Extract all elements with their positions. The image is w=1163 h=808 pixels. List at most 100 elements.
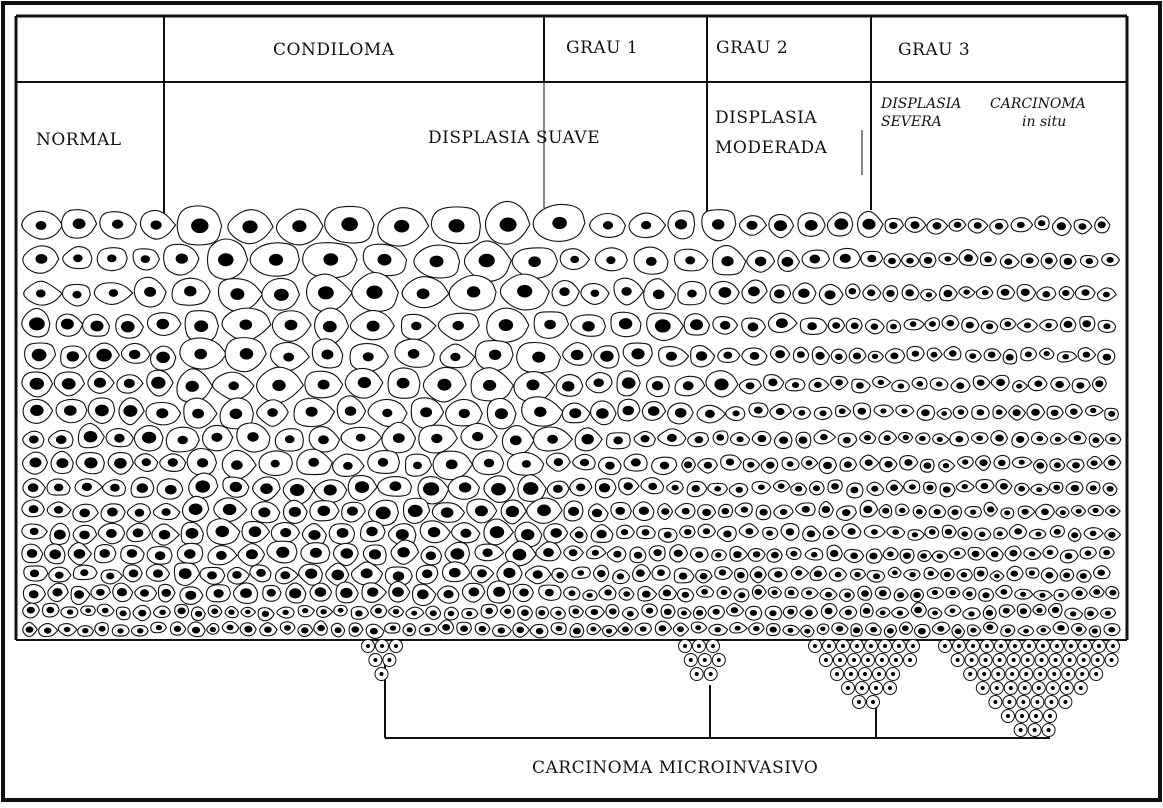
cell-nucleus	[760, 509, 768, 516]
cell-nucleus	[159, 610, 166, 615]
cell-nucleus	[64, 627, 71, 632]
cell-nucleus	[185, 591, 196, 600]
cell-nucleus	[397, 547, 409, 557]
cell-nucleus	[449, 219, 465, 232]
cell-nucleus	[449, 568, 461, 578]
cell-nucleus	[674, 550, 683, 557]
cell-nucleus	[370, 628, 378, 635]
cell-nucleus	[249, 526, 262, 537]
cell-nucleus	[308, 458, 319, 467]
cell-nucleus	[363, 352, 374, 361]
cell-nucleus	[774, 220, 787, 231]
cell-nucleus	[933, 222, 942, 229]
cell-nucleus	[748, 322, 759, 331]
cell-nucleus	[1001, 289, 1010, 296]
cell-nucleus	[390, 626, 396, 631]
cell-nucleus	[692, 485, 700, 492]
cell-nucleus	[1090, 485, 1097, 491]
cell-nucleus	[107, 508, 118, 517]
cell-nucleus	[687, 290, 697, 298]
cell-nucleus	[799, 410, 806, 416]
cell-nucleus	[1076, 509, 1082, 514]
cell-nucleus	[417, 289, 430, 300]
cell-nucleus	[483, 548, 493, 557]
cell-nucleus	[366, 527, 377, 537]
label-displasia-moderada-line1: DISPLASIA	[715, 108, 817, 128]
cell-nucleus	[943, 463, 949, 468]
cell-nucleus	[850, 487, 858, 494]
cell-nucleus	[393, 571, 404, 581]
cell-nucleus	[871, 486, 878, 492]
invasive-cell-nucleus	[1083, 644, 1087, 648]
cell-nucleus	[865, 459, 873, 466]
cell-nucleus	[787, 461, 794, 467]
cell-nucleus	[285, 320, 298, 331]
cell-nucleus	[910, 321, 917, 327]
cell-nucleus	[1045, 572, 1053, 579]
cell-nucleus	[958, 409, 965, 415]
cell-nucleus	[120, 610, 127, 616]
invasive-cell-nucleus	[1037, 686, 1041, 690]
cell-nucleus	[1109, 590, 1116, 596]
cell-nucleus	[459, 409, 470, 418]
cell-nucleus	[901, 409, 907, 414]
cell-nucleus	[712, 219, 724, 229]
cell-nucleus	[332, 570, 345, 581]
cell-nucleus	[937, 554, 943, 559]
cell-nucleus	[825, 290, 836, 299]
cell-nucleus	[517, 627, 525, 633]
cell-nucleus	[890, 324, 897, 330]
cell-nucleus	[914, 607, 922, 614]
cell-nucleus	[991, 551, 999, 557]
cell-nucleus	[880, 408, 886, 413]
cell-nucleus	[1110, 509, 1116, 514]
cell-nucleus	[1029, 570, 1035, 575]
cell-nucleus	[648, 483, 657, 490]
cell-nucleus	[272, 380, 285, 391]
cell-nucleus	[733, 551, 741, 558]
cell-nucleus	[376, 507, 391, 520]
cell-nucleus	[157, 319, 170, 330]
cell-nucleus	[321, 350, 333, 360]
cell-nucleus	[264, 627, 272, 633]
invasive-cell-nucleus	[838, 658, 842, 662]
cell-nucleus	[790, 551, 797, 557]
cell-nucleus	[151, 377, 165, 389]
cell-nucleus	[994, 574, 1000, 579]
cell-nucleus	[85, 608, 91, 613]
cell-nucleus	[1085, 550, 1092, 556]
cell-nucleus	[977, 570, 985, 576]
cell-nucleus	[423, 482, 439, 495]
cell-nucleus	[590, 627, 596, 632]
cell-nucleus	[968, 611, 974, 616]
cell-nucleus	[977, 409, 985, 415]
cell-nucleus	[982, 290, 989, 296]
cell-nucleus	[156, 625, 162, 630]
cell-nucleus	[843, 437, 851, 443]
cell-nucleus	[317, 625, 325, 631]
cell-nucleus	[375, 608, 382, 614]
cell-nucleus	[195, 611, 202, 617]
cell-nucleus	[1052, 607, 1059, 613]
cell-nucleus	[996, 409, 1003, 415]
cell-nucleus	[776, 318, 788, 328]
cell-nucleus	[110, 484, 120, 492]
cell-nucleus	[29, 436, 39, 444]
cell-nucleus	[737, 572, 745, 578]
cell-nucleus	[937, 626, 944, 632]
cell-nucleus	[926, 485, 933, 491]
cell-nucleus	[976, 435, 983, 441]
cell-nucleus	[873, 573, 880, 579]
cell-nucleus	[878, 380, 884, 385]
cell-nucleus	[758, 435, 767, 442]
cell-nucleus	[1035, 532, 1041, 537]
cell-nucleus	[775, 350, 785, 358]
cell-nucleus	[1019, 460, 1025, 465]
cell-nucleus	[142, 458, 151, 466]
cell-nucleus	[197, 458, 208, 467]
cell-nucleus	[684, 529, 691, 535]
cell-nucleus	[194, 320, 208, 332]
cell-nucleus	[820, 410, 827, 416]
cell-nucleus	[1044, 351, 1050, 356]
cell-nucleus	[555, 611, 561, 616]
